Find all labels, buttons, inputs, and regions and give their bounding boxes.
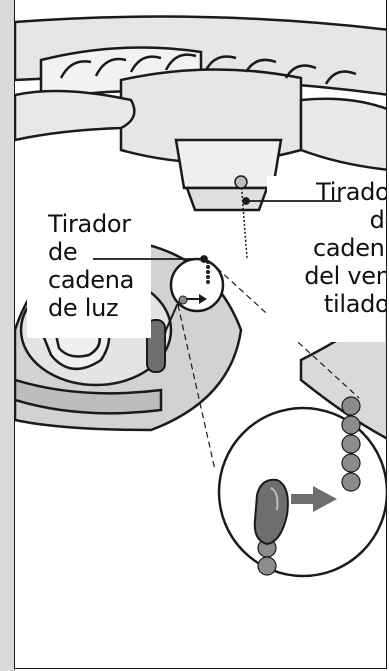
fan-housing [15, 15, 386, 212]
zoom-detail-circle [217, 396, 386, 578]
fan-callout-plate [267, 176, 385, 342]
chain-connector-handle [253, 478, 289, 546]
small-arrow-icon [199, 294, 207, 304]
fan-pull-chain [234, 175, 248, 259]
illustration-frame: Tirador de cadena de luz Tirador de cade… [14, 0, 387, 669]
pull-chain-handle [146, 319, 166, 373]
housing-ribs [59, 53, 357, 85]
page-side-strip [0, 0, 15, 671]
detail-source-circle [169, 257, 225, 313]
chain-beads [257, 396, 361, 576]
light-callout-plate [27, 206, 151, 338]
zoom-connector-lines [177, 267, 360, 471]
arrow-right-icon [291, 486, 337, 512]
ceiling-fan-illustration [15, 15, 386, 578]
